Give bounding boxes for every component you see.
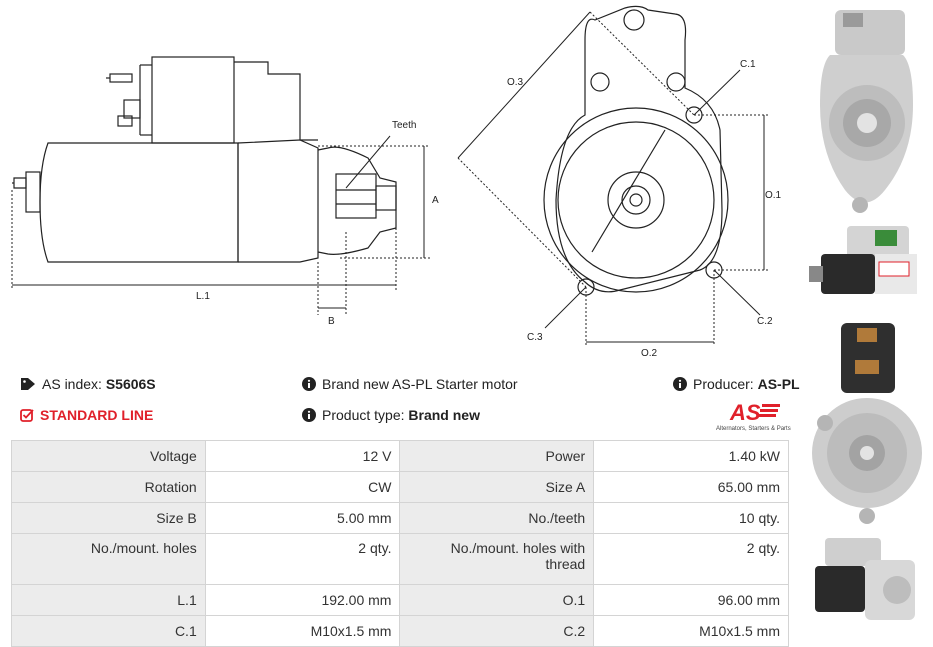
spec-value: 5.00 mm: [204, 502, 401, 534]
product-type: Product type: Brand new: [302, 407, 480, 423]
spec-key: No./teeth: [399, 502, 595, 534]
producer-value: AS-PL: [757, 376, 800, 392]
dim-c1-label: C.1: [740, 59, 756, 70]
info-circle-icon: [673, 377, 687, 391]
producer-label: Producer:: [693, 376, 754, 392]
spec-key: Power: [399, 440, 595, 472]
spec-value: 2 qty.: [593, 533, 789, 585]
spec-value: 2 qty.: [204, 533, 401, 585]
producer: Producer: AS-PL: [673, 376, 800, 392]
as-index-value: S5606S: [105, 376, 156, 392]
spec-key: Rotation: [11, 471, 206, 503]
spec-key: C.2: [399, 615, 595, 647]
spec-value: CW: [204, 471, 401, 503]
product-photo-angle: [815, 538, 915, 620]
dim-o1-label: O.1: [765, 190, 782, 201]
dim-o3-label: O.3: [507, 77, 524, 88]
spec-value: 96.00 mm: [593, 584, 789, 616]
info-circle-icon: [302, 408, 316, 422]
motor-body-outline: [12, 139, 319, 263]
spec-key: O.1: [399, 584, 595, 616]
standard-line-text: STANDARD LINE: [40, 407, 154, 423]
spec-value: 12 V: [204, 440, 401, 472]
dim-c3-label: C.3: [527, 332, 543, 343]
product-description: Brand new AS-PL Starter motor: [302, 376, 518, 392]
spec-value: 192.00 mm: [204, 584, 401, 616]
spec-key: Voltage: [11, 440, 206, 472]
dim-c2-label: C.2: [757, 316, 773, 327]
technical-drawing: Teeth A B L.1 O.3 C.1 O.1 C.2 C.3 O.2: [11, 5, 782, 359]
drive-end-outline: [317, 146, 397, 255]
solenoid-outline: [106, 56, 318, 144]
spec-key: L.1: [11, 584, 206, 616]
spec-value: 65.00 mm: [593, 471, 789, 503]
spec-value: 1.40 kW: [593, 440, 789, 472]
logo-tagline: Alternators, Starters & Parts: [716, 426, 791, 432]
spec-key: Size A: [399, 471, 595, 503]
logo-text: AS: [729, 400, 761, 425]
dim-l1-label: L.1: [196, 291, 210, 302]
as-index: AS index: S5606S: [20, 376, 156, 392]
teeth-label: Teeth: [392, 120, 416, 131]
spec-value: M10x1.5 mm: [593, 615, 789, 647]
spec-value: M10x1.5 mm: [204, 615, 401, 647]
spec-key: No./mount. holes: [11, 533, 206, 585]
product-photo-side: [809, 226, 917, 294]
product-type-value: Brand new: [408, 407, 480, 423]
spec-value: 10 qty.: [593, 502, 789, 534]
as-pl-logo: AS Alternators, Starters & Parts: [716, 400, 791, 432]
spec-key: Size B: [11, 502, 206, 534]
product-type-label: Product type:: [322, 407, 405, 423]
dim-b-label: B: [328, 316, 335, 327]
as-index-label: AS index:: [42, 376, 102, 392]
check-square-icon: [20, 409, 34, 422]
standard-line-badge: STANDARD LINE: [20, 407, 153, 423]
dim-o2-label: O.2: [641, 348, 658, 359]
spec-key: C.1: [11, 615, 206, 647]
flange-outline: [543, 5, 729, 296]
product-photo-rear: [812, 323, 922, 524]
description-text: Brand new AS-PL Starter motor: [322, 376, 518, 392]
dim-a-label: A: [432, 195, 439, 206]
spec-key: No./mount. holes with thread: [399, 533, 595, 585]
info-circle-icon: [302, 377, 316, 391]
product-photo-front: [820, 10, 913, 213]
tag-icon: [21, 378, 35, 390]
